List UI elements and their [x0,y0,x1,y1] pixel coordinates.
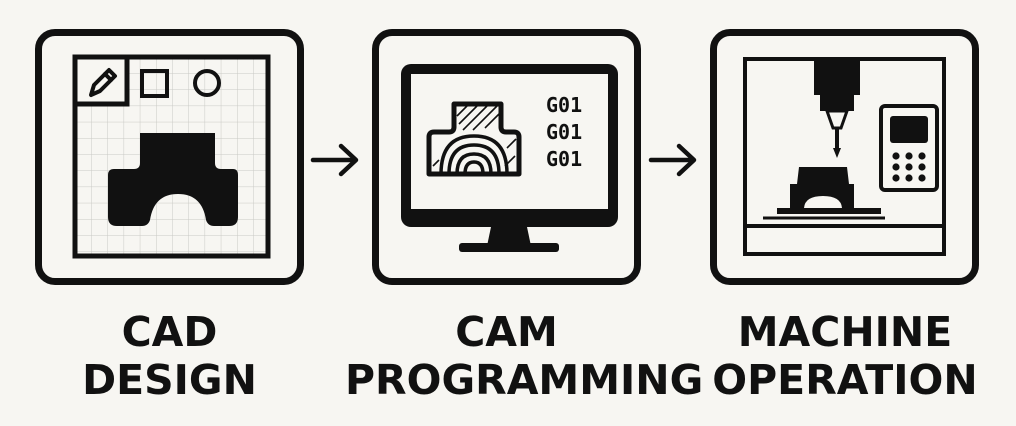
arrow-right-icon [648,143,697,177]
caption-line: CAM [455,308,558,356]
caption-line: DESIGN [82,356,257,404]
cam-programming-caption: CAM PROGRAMMING [345,308,704,404]
gcode-line: G01 [546,120,582,144]
caption-line: CAD [121,308,218,356]
machine-operation-panel [710,29,979,285]
circle-tool-icon [193,69,221,97]
monitor-stand [487,227,531,246]
workpiece [763,167,885,220]
toolpath-part [426,101,522,177]
caption-line: PROGRAMMING [345,356,704,404]
caption-line: OPERATION [712,356,978,404]
cad-design-caption: CAD DESIGN [35,308,304,404]
part-shape [108,133,238,226]
arrow-right-icon [310,143,359,177]
spindle-icon [814,59,860,158]
cad-drawing-icon [72,54,271,259]
computer-monitor-icon: G01 G01 G01 [401,64,618,252]
pencil-icon [89,68,117,97]
cnc-machine-icon [743,57,946,256]
gcode-line: G01 [546,93,582,117]
cam-programming-panel: G01 G01 G01 [372,29,641,285]
machine-operation-caption: MACHINE OPERATION [700,308,990,404]
control-panel-icon [879,104,939,192]
gcode-line: G01 [546,147,582,171]
square-tool-icon [140,69,169,98]
cad-design-panel [35,29,304,285]
caption-line: MACHINE [737,308,953,356]
monitor-base [459,243,559,252]
